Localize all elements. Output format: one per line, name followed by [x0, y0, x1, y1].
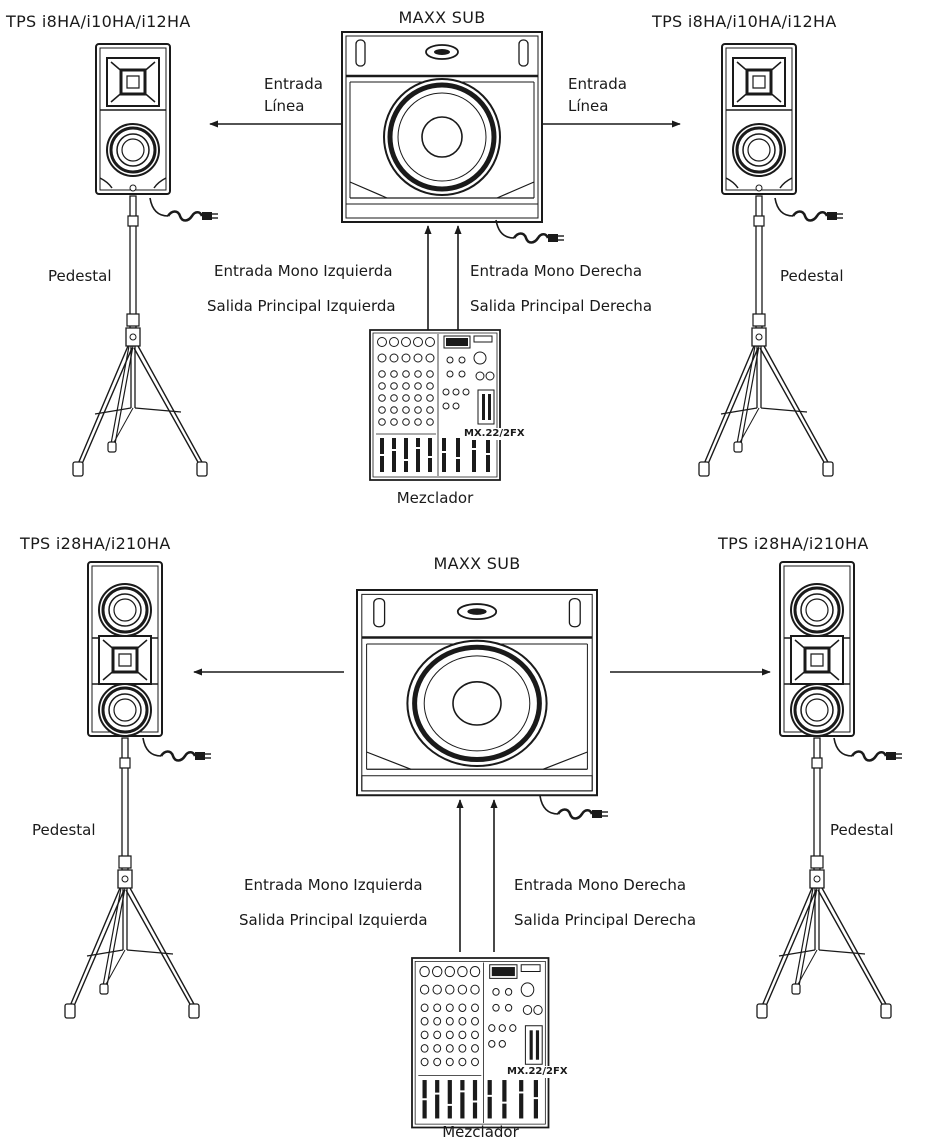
- bottom-right-stand: [757, 738, 891, 1018]
- top-mixer-label: Mezclador: [370, 488, 500, 508]
- top-mixer: [370, 330, 500, 480]
- top-right-line-input-line2: Línea: [568, 96, 608, 116]
- top-left-stand: [73, 196, 207, 476]
- top-left-power-plug-icon: [150, 198, 218, 221]
- bottom-right-main-output: Salida Principal Derecha: [514, 910, 696, 930]
- top-right-line-input-line1: Entrada: [568, 74, 627, 94]
- bottom-sub-title: MAXX SUB: [357, 554, 597, 574]
- top-left-line-input-line2: Línea: [264, 96, 304, 116]
- bottom-sub-power-plug-icon: [540, 796, 608, 819]
- top-right-stand-label: Pedestal: [780, 266, 844, 286]
- top-maxx-sub: [342, 32, 542, 222]
- top-right-main-output: Salida Principal Derecha: [470, 296, 652, 316]
- bottom-right-speaker: [780, 562, 854, 736]
- top-left-speaker-title: TPS i8HA/i10HA/i12HA: [6, 12, 191, 32]
- top-right-stand: [699, 196, 833, 476]
- bottom-mixer: [412, 958, 549, 1128]
- top-left-stand-label: Pedestal: [48, 266, 112, 286]
- top-sub-title: MAXX SUB: [342, 8, 542, 28]
- top-left-line-input-line1: Entrada: [264, 74, 323, 94]
- top-left-mono-input: Entrada Mono Izquierda: [214, 261, 393, 281]
- top-right-mono-input: Entrada Mono Derecha: [470, 261, 642, 281]
- top-right-power-plug-icon: [775, 198, 843, 221]
- top-left-main-output: Salida Principal Izquierda: [207, 296, 396, 316]
- bottom-mixer-label: Mezclador: [412, 1122, 549, 1142]
- bottom-maxx-sub: [357, 590, 597, 795]
- bottom-right-stand-label: Pedestal: [830, 820, 894, 840]
- top-right-speaker: [722, 44, 796, 194]
- bottom-right-power-plug-icon: [834, 738, 902, 761]
- top-mixer-model: MX.22/2FX: [462, 428, 527, 440]
- bottom-left-power-plug-icon: [143, 738, 211, 761]
- bottom-left-speaker-title: TPS i28HA/i210HA: [20, 534, 171, 554]
- top-sub-power-plug-icon: [496, 220, 564, 243]
- bottom-right-mono-input: Entrada Mono Derecha: [514, 875, 686, 895]
- bottom-left-mono-input: Entrada Mono Izquierda: [244, 875, 423, 895]
- bottom-mixer-model: MX.22/2FX: [505, 1066, 570, 1078]
- bottom-left-speaker: [88, 562, 162, 736]
- top-left-speaker: [96, 44, 170, 194]
- bottom-left-stand: [65, 738, 199, 1018]
- bottom-left-stand-label: Pedestal: [32, 820, 96, 840]
- bottom-right-speaker-title: TPS i28HA/i210HA: [718, 534, 869, 554]
- top-right-speaker-title: TPS i8HA/i10HA/i12HA: [652, 12, 837, 32]
- bottom-left-main-output: Salida Principal Izquierda: [239, 910, 428, 930]
